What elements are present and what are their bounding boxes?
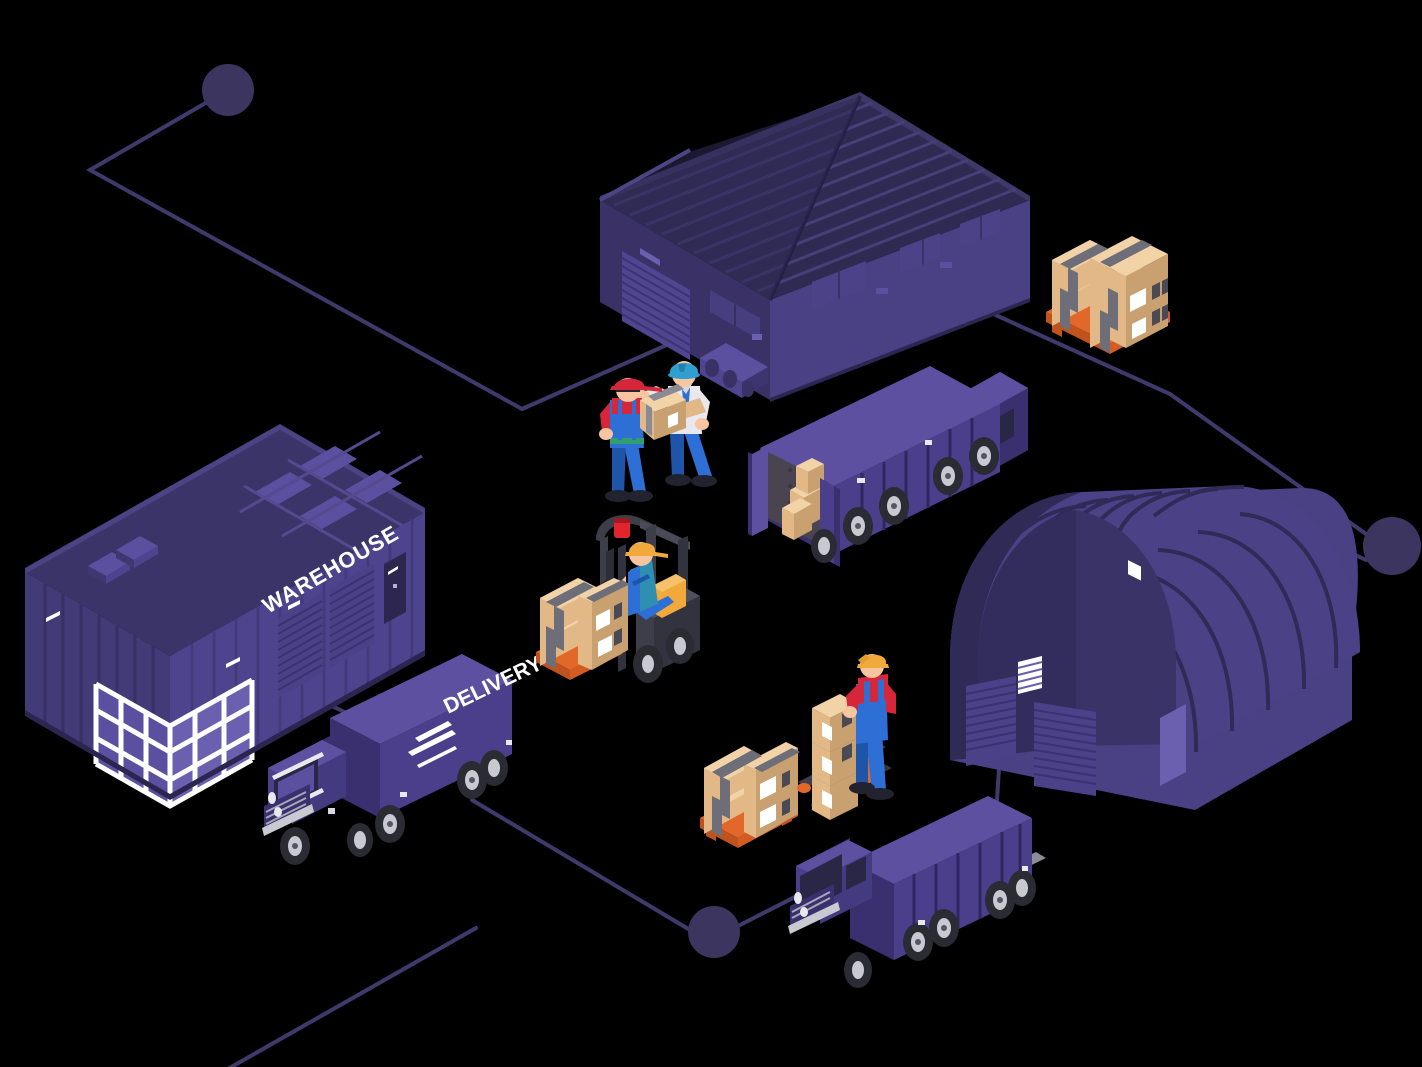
semi-truck-open-container[interactable] — [748, 366, 1028, 567]
container-truck-marker-light — [857, 478, 865, 483]
main-warehouse-front-windows — [710, 290, 760, 340]
courier-shoe-left — [605, 490, 631, 502]
quonset-hut-louvered-vent — [1017, 656, 1043, 694]
warehouse-office-sign-center — [226, 657, 240, 668]
quonset-hut-front-rim — [950, 492, 1082, 760]
container-truck-trailer-right — [830, 404, 1000, 556]
bottom-truck-trailer-top — [850, 796, 1032, 884]
jack-worker-shoe-left — [849, 782, 875, 794]
warehouse-office-entry-door[interactable] — [384, 552, 406, 624]
forklift-beacon — [614, 520, 630, 538]
forklift-operator — [610, 542, 674, 620]
supervisor-hand-right — [695, 418, 709, 430]
network-node-bottom-center[interactable] — [688, 906, 740, 958]
semi-truck-closed-container[interactable] — [788, 796, 1046, 988]
pallet-jack-with-worker[interactable] — [797, 654, 896, 820]
quonset-hut-side-door[interactable] — [1160, 704, 1186, 786]
warehouse-office-sign-left — [46, 611, 60, 622]
warehouse-office-roof — [25, 428, 425, 656]
jack-worker-arm-right — [886, 682, 896, 714]
container-truck-door-left[interactable] — [752, 446, 768, 536]
pallet-stack-bottom-center — [700, 742, 800, 848]
bottom-truck-side-window — [846, 856, 866, 890]
supervisor-leg-left — [670, 432, 684, 478]
courier-hand-left — [599, 428, 613, 440]
container-truck-wheels — [811, 437, 999, 563]
pallet-jack-wheel-1 — [797, 783, 811, 793]
courier-carried-box — [640, 384, 686, 440]
quonset-hut-roller-door-2[interactable] — [1033, 702, 1097, 796]
delivery-truck-box-top — [330, 654, 512, 744]
delivery-truck-box-right — [380, 680, 512, 818]
jack-worker-leg-left — [856, 736, 868, 786]
courier-shoe-right — [627, 490, 653, 502]
delivery-truck-bumper — [262, 804, 314, 836]
supervisor-shoe-left — [665, 474, 691, 486]
main-warehouse-roof-slope-shade — [600, 96, 860, 300]
warehouse-office-sign-door — [288, 600, 300, 610]
courier-leg-left — [612, 444, 626, 494]
network-nodes — [202, 64, 1421, 958]
quonset-hut-building[interactable] — [950, 485, 1360, 810]
delivery-truck-wheels — [280, 750, 508, 865]
jack-worker-hand-left — [843, 706, 857, 718]
network-node-right[interactable] — [1363, 517, 1421, 575]
main-warehouse-door-sign — [640, 248, 660, 266]
warehouse-office-roller-door-2[interactable] — [329, 563, 375, 668]
warehouse-office-building[interactable]: WAREHOUSE — [25, 424, 425, 809]
connector-main-warehouse-to-node-right — [956, 296, 1368, 536]
warehouse-office-corner-windows — [93, 677, 255, 809]
main-warehouse-front-detail — [752, 334, 762, 340]
main-warehouse-building[interactable] — [599, 92, 1030, 402]
bottom-truck-trailer-right — [894, 818, 1032, 960]
network-node-top-left[interactable] — [202, 64, 254, 116]
warehouse-office-roof-vents — [88, 536, 158, 584]
courier-belt — [610, 438, 644, 444]
worker-courier-with-box[interactable] — [599, 378, 686, 502]
warehouse-office-skylights — [239, 430, 423, 558]
main-warehouse-roller-door[interactable] — [621, 248, 691, 360]
forklift-with-operator[interactable] — [536, 514, 700, 683]
bottom-truck-wheels — [844, 870, 1036, 988]
courier-arm-left — [600, 402, 610, 432]
connector-delivery-truck-to-node-bottom — [470, 798, 692, 932]
pallet-stack-top-right — [1046, 236, 1170, 581]
quonset-hut-roller-door-1[interactable] — [965, 676, 1017, 766]
pallet-jack-worker[interactable] — [843, 654, 896, 800]
warehouse-office-roller-door-1[interactable] — [277, 593, 323, 698]
bottom-truck-bumper — [788, 902, 840, 934]
jack-worker-leg-right — [866, 732, 886, 792]
supervisor-shoe-right — [691, 475, 717, 487]
main-warehouse-hvac-units — [700, 343, 768, 398]
container-truck-trailer-top — [760, 366, 1000, 488]
courier-leg-right — [624, 444, 646, 494]
quonset-hut-front-face-right — [1076, 510, 1176, 746]
courier-cap-brim — [644, 386, 662, 392]
main-warehouse-gable-fold — [599, 148, 691, 202]
main-warehouse-base-trim — [770, 298, 1030, 402]
delivery-truck-swoosh — [408, 721, 457, 768]
main-warehouse-right-wall — [770, 200, 1030, 400]
supervisor-leg-right — [684, 432, 712, 480]
main-warehouse-side-windows — [812, 209, 1000, 309]
supervisor-arm-right — [698, 390, 710, 422]
jack-worker-arm-left — [846, 684, 858, 712]
connector-bottom-left-diagonal — [227, 926, 478, 1067]
delivery-truck-headlight — [268, 792, 276, 804]
forklift-pallet-load — [536, 578, 630, 680]
connector-top-left-elbow — [85, 88, 524, 411]
